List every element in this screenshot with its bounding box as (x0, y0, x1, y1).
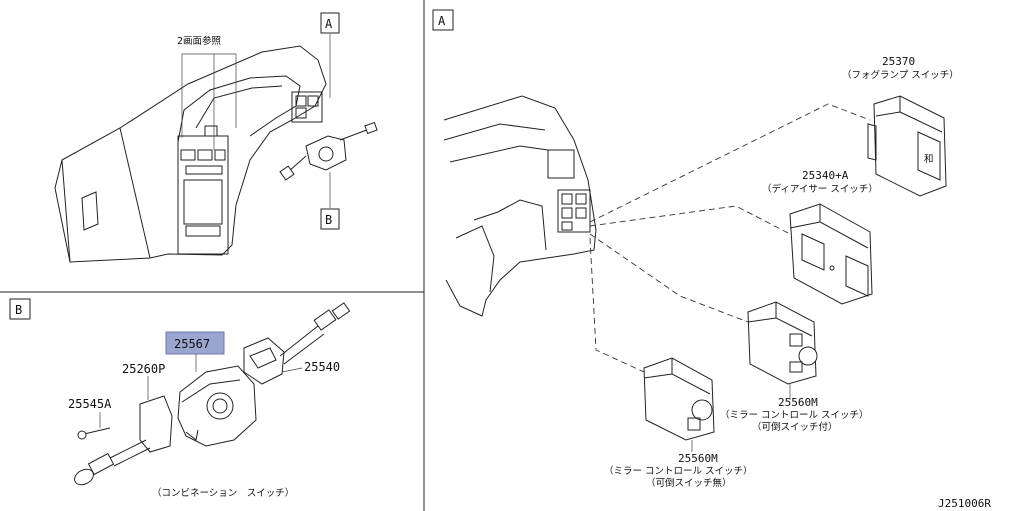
section-b-label: B (15, 303, 22, 317)
leader-mirror-switch-2 (589, 237, 645, 373)
callout-a-top[interactable]: A (320, 12, 340, 34)
part-25260P[interactable]: 25260P (122, 362, 165, 376)
section-b-tag: B (9, 298, 31, 320)
part-25540[interactable]: 25540 (304, 360, 340, 374)
dashboard-closeup (443, 95, 597, 317)
part-25370-desc: （フォグランプ スイッチ） (842, 69, 959, 81)
part-25560M-no-retract-note: （可倒スイッチ無） (646, 477, 732, 489)
svg-text:和: 和 (924, 154, 934, 165)
part-25545A[interactable]: 25545A (68, 397, 112, 411)
leader-deicer-switch (589, 205, 791, 235)
diagram-code: J251006R (938, 497, 991, 510)
part-25560M-retract-desc: （ミラー コントロール スイッチ） (720, 409, 869, 421)
part-25560M-no-retract-desc: （ミラー コントロール スイッチ） (604, 465, 753, 477)
mirror-switch-no-retract-drawing (643, 357, 715, 452)
callout-b-label: B (325, 213, 332, 227)
highlight-25567[interactable] (165, 331, 225, 355)
leader-fog-switch (589, 103, 871, 223)
callout-a-label: A (325, 17, 333, 31)
reference-note: 2画面参照 (177, 35, 222, 47)
fog-lamp-switch-drawing: 和 (867, 95, 947, 197)
part-25560M-retract-note: （可倒スイッチ付） (752, 421, 838, 433)
mirror-switch-retract-drawing (747, 301, 818, 400)
combination-switch-drawing (74, 302, 351, 486)
part-25560M-no-retract[interactable]: 25560M (678, 452, 718, 465)
section-a-tag: A (432, 9, 454, 31)
dashboard-overview (54, 34, 378, 263)
deicer-switch-drawing (789, 203, 873, 305)
part-25560M-retract[interactable]: 25560M (778, 396, 818, 409)
callout-b-top[interactable]: B (320, 208, 340, 230)
section-a-label: A (438, 14, 446, 28)
leader-mirror-switch-1 (589, 233, 749, 323)
combination-switch-caption: （コンビネーション スイッチ） (152, 487, 294, 499)
part-25340A[interactable]: 25340+A (802, 169, 849, 182)
part-25370[interactable]: 25370 (882, 55, 915, 68)
part-25340A-desc: （ディアイサー スイッチ） (762, 183, 878, 195)
part-25567[interactable]: 25567 (174, 337, 210, 351)
